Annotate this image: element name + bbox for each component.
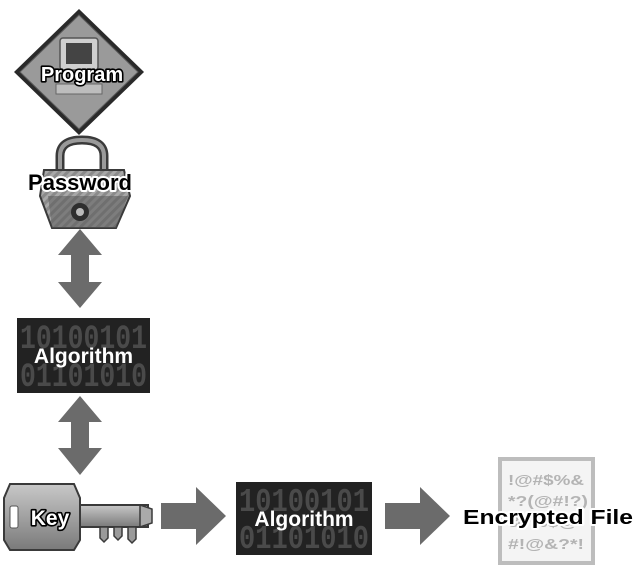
encrypted-text-line-3: &*%$@ — [508, 514, 578, 531]
algorithm-top-label: Algorithm — [34, 345, 133, 368]
arrow-key-algorithm — [161, 487, 226, 545]
algorithm-top-node: 10100101 01101010 Algorithm — [17, 318, 150, 397]
encrypted-file-node: !@#$%& *?(@#!?) &*%$@ #!@&?*! Encrypted … — [461, 457, 635, 565]
arrow-algorithm-key — [58, 396, 102, 475]
arrow-algorithm-encrypted-file — [385, 487, 450, 545]
computer-icon — [55, 37, 103, 95]
algorithm-bottom-box — [236, 482, 372, 555]
algorithm-bottom-node: 10100101 01101010 Algorithm — [236, 482, 372, 558]
password-node: Password — [26, 135, 134, 229]
algorithm-top-box — [17, 318, 150, 393]
arrow-password-algorithm — [58, 229, 102, 308]
binary-digits-top-row2: 01101010 — [20, 359, 147, 397]
encrypted-file-label: Encrypted File — [463, 507, 633, 529]
encrypted-text-line-4: #!@&?*! — [508, 536, 584, 553]
padlock-icon — [38, 135, 132, 229]
encrypted-text-line-1: !@#$%& — [508, 472, 584, 489]
key-node: Key — [3, 483, 153, 551]
binary-digits-bottom-row1: 10100101 — [239, 484, 369, 521]
key-label: Key — [31, 507, 70, 530]
algorithm-bottom-label: Algorithm — [254, 508, 353, 531]
program-node: Program — [14, 9, 144, 135]
password-label: Password — [28, 170, 132, 195]
key-icon — [3, 483, 153, 551]
program-label: Program — [41, 64, 123, 86]
encrypted-text-line-2: *?(@#!?) — [508, 493, 588, 510]
binary-digits-top-row1: 10100101 — [20, 321, 147, 359]
file-document-icon — [498, 457, 595, 565]
binary-digits-bottom-row2: 01101010 — [239, 521, 369, 558]
